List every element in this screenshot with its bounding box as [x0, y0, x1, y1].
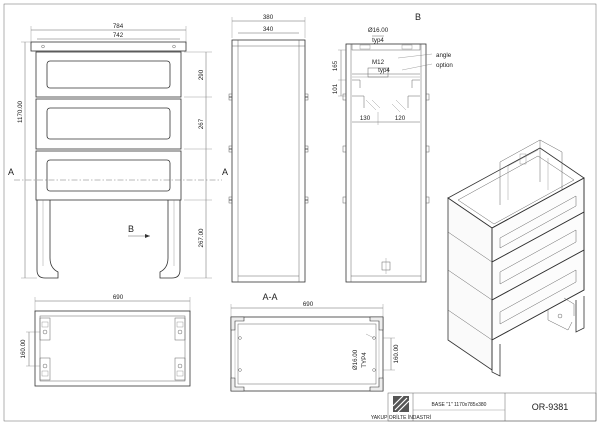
side-depth-outer: 380 [263, 14, 274, 21]
bottom-view: 690 160.00 [20, 294, 191, 387]
section-aa-width: 690 [303, 301, 314, 308]
drawing-description: BASE "1" 1170x785x380 [432, 402, 487, 408]
sheet-border [3, 3, 597, 422]
front-width-inner: 742 [113, 32, 124, 39]
front-height-total: 1170.00 [17, 100, 24, 122]
section-aa-depth: 160.00 [393, 344, 400, 363]
front-panel-height: 290 [198, 69, 205, 80]
section-aa-view: A-A 690 Ø16.00 TYP4 160.00 [230, 292, 400, 392]
company-logo-icon [392, 395, 410, 413]
section-b-dim-165: 165 [332, 60, 339, 71]
title-block: YAKUP ORİLTE İNDASTRİ BASE "1" 1170x785x… [371, 392, 597, 422]
bottom-depth: 160.00 [20, 339, 27, 358]
section-b-thread-note: typ4 [378, 67, 390, 74]
section-b-hole-dia: Ø16.00 [368, 27, 389, 34]
front-view: 784 742 A A 1170.00 [8, 23, 228, 279]
front-base-height: 267.00 [198, 228, 205, 247]
section-marker-left: A [8, 167, 14, 177]
bottom-width: 690 [113, 294, 124, 301]
section-b-dim-120: 120 [395, 115, 406, 122]
side-view: 380 340 [228, 14, 309, 283]
company-name: YAKUP ORİLTE İNDASTRİ [371, 414, 431, 421]
section-b-view: B Ø16.00 typ4 M12 typ4 angle option 1 [332, 12, 453, 283]
side-depth-inner: 340 [263, 26, 274, 33]
section-b-hole-note: typ4 [372, 37, 384, 44]
section-aa-hole-dia: Ø16.00 [352, 349, 359, 370]
section-b-title: B [415, 12, 421, 22]
section-marker-right: A [222, 167, 228, 177]
isometric-view [447, 139, 585, 377]
section-b-option-note: option [436, 62, 453, 69]
section-b-dim-101: 101 [332, 83, 339, 94]
part-number: OR-9381 [532, 402, 569, 412]
section-aa-title: A-A [262, 292, 277, 302]
front-panel-spacing: 267 [198, 118, 205, 129]
section-b-dim-130: 130 [360, 115, 371, 122]
section-aa-hole-note: TYP4 [361, 352, 368, 368]
section-b-thread: M12 [372, 59, 385, 66]
view-arrow-label: B [128, 224, 134, 234]
front-width-outer: 784 [113, 23, 124, 30]
section-b-angle-note: angle [436, 52, 452, 59]
